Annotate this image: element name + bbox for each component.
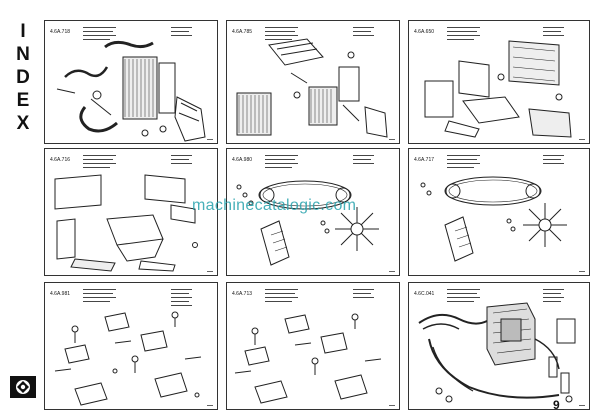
index-letter: I — [20, 21, 26, 42]
diagram-panel-8[interactable]: 4.6A.713 ▬▬▬▬▬▬▬▬▬▬▬▬▬▬▬▬▬▬▬▬▬▬▬▬▬▬▬▬▬▬▬… — [226, 282, 400, 410]
diagram-panel-3[interactable]: 4.6A.650 ▬▬▬▬▬▬▬▬▬▬▬▬▬▬▬▬▬▬▬▬▬▬▬▬▬▬▬▬▬▬▬… — [408, 20, 590, 144]
watermark-text: machinecatalogic.com — [192, 197, 357, 214]
panel-tag: 4.6A.716 — [50, 157, 71, 163]
diagram-panel-4[interactable]: 4.6A.716 ▬▬▬▬▬▬▬▬▬▬▬▬▬▬▬▬▬▬▬▬▬▬▬▬▬▬▬▬▬▬▬… — [44, 148, 218, 276]
fan-belt-drawing-alt — [420, 176, 567, 262]
panel-tag: 4.6A.980 — [232, 157, 253, 163]
panel-title-lines: ▬▬▬▬▬▬▬▬▬▬▬▬▬▬▬▬▬▬▬▬▬▬▬▬▬▬▬▬▬▬▬▬▬▬▬▬▬▬▬▬… — [265, 25, 298, 41]
panel-codes: ▬▬▬▬▬▬▬▬▬▬▬▬▬▬▬▬▬▬▬▬ — [543, 25, 564, 37]
panel-title-lines: ▬▬▬▬▬▬▬▬▬▬▬▬▬▬▬▬▬▬▬▬▬▬▬▬▬▬▬▬▬▬▬▬▬▬▬▬▬▬▬▬… — [265, 153, 298, 169]
panel-codes: ▬▬▬▬▬▬▬▬▬▬▬▬▬▬▬▬▬▬▬▬ — [353, 25, 374, 37]
panel-tag: 4.6A.650 — [414, 29, 435, 35]
panel-codes: ▬▬▬▬▬▬▬▬▬▬▬▬▬▬▬▬▬▬▬▬ — [543, 153, 564, 165]
panel-codes: ▬▬▬▬▬▬▬▬▬▬▬▬▬▬▬▬▬▬▬▬▬▬▬▬▬▬ — [543, 287, 564, 303]
diagram-panel-2[interactable]: 4.6A.785 ▬▬▬▬▬▬▬▬▬▬▬▬▬▬▬▬▬▬▬▬▬▬▬▬▬▬▬▬▬▬▬… — [226, 20, 400, 144]
diagram-panel-5[interactable]: 4.6A.980 ▬▬▬▬▬▬▬▬▬▬▬▬▬▬▬▬▬▬▬▬▬▬▬▬▬▬▬▬▬▬▬… — [226, 148, 400, 276]
panel-title-lines: ▬▬▬▬▬▬▬▬▬▬▬▬▬▬▬▬▬▬▬▬▬▬▬▬▬▬▬▬▬▬▬▬▬▬▬▬▬▬▬▬… — [447, 153, 480, 169]
cooler-frame-drawing — [424, 40, 572, 138]
panel-tag: 4.6A.717 — [414, 157, 435, 163]
panel-codes: ▬▬▬▬▬▬▬▬▬▬▬▬▬▬▬▬▬▬▬▬▬▬▬▬▬▬▬▬▬▬▬▬▬ — [171, 287, 192, 307]
panel-tag: 4.6A.713 — [232, 291, 253, 297]
index-letter: E — [16, 90, 30, 111]
index-letter: N — [16, 44, 30, 65]
panel-title-lines: ▬▬▬▬▬▬▬▬▬▬▬▬▬▬▬▬▬▬▬▬▬▬▬▬▬▬▬▬▬▬▬▬▬▬▬▬▬▬▬▬… — [83, 287, 116, 303]
panel-codes: ▬▬▬▬▬▬▬▬▬▬▬▬▬▬▬▬▬▬▬▬ — [171, 25, 192, 37]
radiator-assembly-drawing — [56, 40, 206, 142]
diagram-panel-6[interactable]: 4.6A.717 ▬▬▬▬▬▬▬▬▬▬▬▬▬▬▬▬▬▬▬▬▬▬▬▬▬▬▬▬▬▬▬… — [408, 148, 590, 276]
guard-panels-drawing — [54, 174, 198, 272]
diagram-panel-1[interactable]: 4.6A.718 ▬▬▬▬▬▬▬▬▬▬▬▬▬▬▬▬▬▬▬▬▬▬▬▬▬▬▬▬▬▬▬… — [44, 20, 218, 144]
index-sidebar: I N D E X — [0, 0, 38, 420]
index-letter: X — [16, 113, 30, 134]
panel-tag: 4.6A.981 — [50, 291, 71, 297]
panel-title-lines: ▬▬▬▬▬▬▬▬▬▬▬▬▬▬▬▬▬▬▬▬▬▬▬▬▬▬▬▬▬▬▬▬▬▬▬▬▬▬▬▬… — [83, 25, 116, 41]
engine-mounts-drawing — [54, 311, 202, 406]
panel-tag: 4.6C.041 — [414, 291, 435, 297]
panel-title-lines: ▬▬▬▬▬▬▬▬▬▬▬▬▬▬▬▬▬▬▬▬▬▬▬▬▬▬▬▬▬▬▬▬▬▬▬▬▬▬▬▬… — [83, 153, 116, 169]
panel-title-lines: ▬▬▬▬▬▬▬▬▬▬▬▬▬▬▬▬▬▬▬▬▬▬▬▬▬▬▬▬▬▬▬▬▬▬▬▬▬▬▬▬… — [447, 287, 480, 303]
diagram-panel-9[interactable]: 4.6C.041 ▬▬▬▬▬▬▬▬▬▬▬▬▬▬▬▬▬▬▬▬▬▬▬▬▬▬▬▬▬▬▬… — [408, 282, 590, 410]
engine-piping-drawing — [418, 302, 576, 403]
engine-mounts-drawing-alt — [234, 313, 382, 404]
index-heading: I N D E X — [14, 20, 32, 135]
panel-tag: 4.6A.785 — [232, 29, 253, 35]
index-letter: D — [16, 67, 30, 88]
brand-logo-icon — [10, 376, 36, 398]
panel-codes: ▬▬▬▬▬▬▬▬▬▬▬▬▬▬▬▬▬▬▬▬ — [171, 153, 192, 165]
page-number: 9 — [553, 398, 560, 412]
panel-title-lines: ▬▬▬▬▬▬▬▬▬▬▬▬▬▬▬▬▬▬▬▬▬▬▬▬▬▬▬▬▬▬▬▬▬▬▬▬▬▬▬▬… — [265, 287, 298, 303]
panel-codes: ▬▬▬▬▬▬▬▬▬▬▬▬▬▬▬▬▬▬▬▬ — [353, 287, 374, 299]
panel-title-lines: ▬▬▬▬▬▬▬▬▬▬▬▬▬▬▬▬▬▬▬▬▬▬▬▬▬▬▬▬▬▬▬▬▬▬▬▬▬▬▬▬… — [447, 25, 480, 41]
diagram-panel-7[interactable]: 4.6A.981 ▬▬▬▬▬▬▬▬▬▬▬▬▬▬▬▬▬▬▬▬▬▬▬▬▬▬▬▬▬▬▬… — [44, 282, 218, 410]
radiator-exploded-drawing — [236, 38, 388, 138]
panel-tag: 4.6A.718 — [50, 29, 71, 35]
fan-belt-drawing — [236, 180, 379, 266]
panel-codes: ▬▬▬▬▬▬▬▬▬▬▬▬▬▬▬▬▬▬▬▬ — [353, 153, 374, 165]
